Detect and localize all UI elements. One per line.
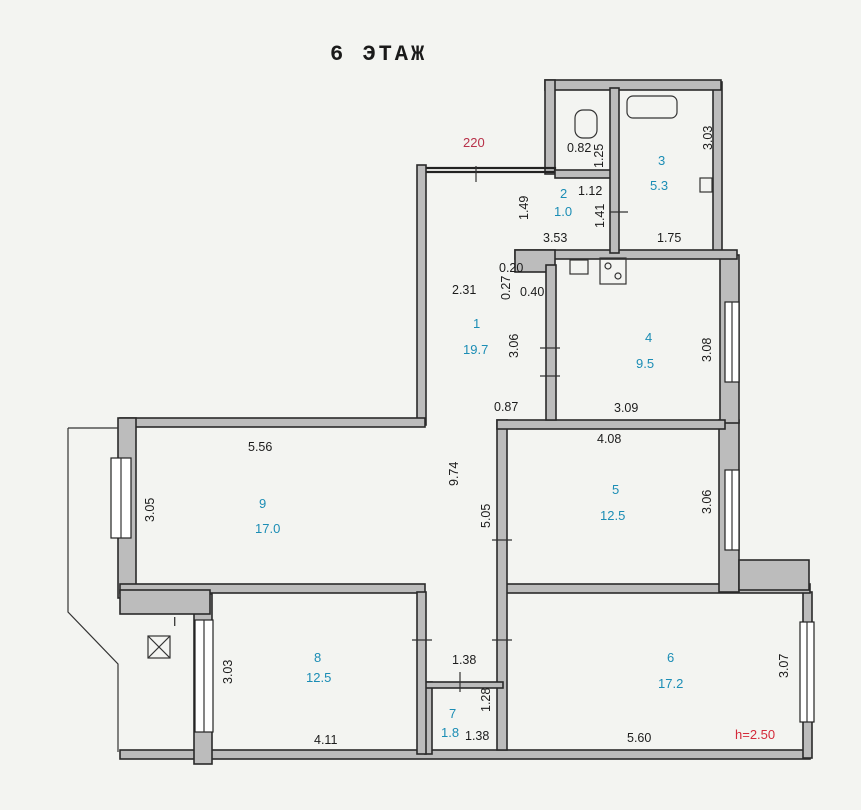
- stove-icon: [599, 257, 627, 285]
- dimension-labels: 0.82 1.25 1.12 3.03 1.49 1.41 3.53 1.75 …: [143, 126, 791, 747]
- dim-room8-height: 3.03: [221, 660, 235, 684]
- dim-room6-width: 5.60: [627, 731, 651, 745]
- windows: [110, 301, 815, 733]
- room-2-number: 2: [560, 186, 567, 201]
- room-6-number: 6: [667, 650, 674, 665]
- dim-bath-length: 3.03: [701, 126, 715, 150]
- dim-room9-width: 5.56: [248, 440, 272, 454]
- dim-kitchen-width: 3.09: [614, 401, 638, 415]
- dim-room5-width: 4.08: [597, 432, 621, 446]
- room-4-area: 9.5: [636, 356, 654, 371]
- ceiling-height: h=2.50: [735, 727, 775, 742]
- kitchen-sink-icon: [569, 259, 589, 275]
- room-9-number: 9: [259, 496, 266, 511]
- room-4-number: 4: [645, 330, 652, 345]
- dim-toilet-depth: 1.25: [592, 144, 606, 168]
- dim-toilet-width: 0.82: [567, 141, 591, 155]
- room-5-area: 12.5: [600, 508, 625, 523]
- toilet-icon: [574, 109, 598, 139]
- dim-storage-width: 1.38: [465, 729, 489, 743]
- dim-niche-top: 0.20: [499, 261, 523, 275]
- dim-bath-width: 1.75: [657, 231, 681, 245]
- fixtures: [147, 95, 713, 659]
- dim-room5-height: 3.06: [700, 490, 714, 514]
- dim-room9-height: 3.05: [143, 498, 157, 522]
- room-labels: 1 19.7 2 1.0 3 5.3 4 9.5 5 12.5 6 17.2 7…: [255, 153, 683, 740]
- room-3-area: 5.3: [650, 178, 668, 193]
- door-marks: [412, 166, 628, 692]
- dim-room8-width: 4.11: [314, 733, 337, 747]
- room-7-number: 7: [449, 706, 456, 721]
- floor-title: 6 ЭТАЖ: [330, 42, 427, 67]
- dim-niche-depth: 0.40: [520, 285, 544, 299]
- dim-hall-upper: 1.49: [517, 196, 531, 220]
- room-3-number: 3: [658, 153, 665, 168]
- bathtub-icon: [626, 95, 678, 119]
- room-1-area: 19.7: [463, 342, 488, 357]
- room-1-number: 1: [473, 316, 480, 331]
- dim-corridor-segment: 5.05: [479, 504, 493, 528]
- dim-hall-span: 2.31: [452, 283, 476, 297]
- ventilation-icon: [147, 635, 171, 659]
- room-6-area: 17.2: [658, 676, 683, 691]
- dim-hall-passage: 0.87: [494, 400, 518, 414]
- dim-storage-depth: 1.28: [479, 688, 493, 712]
- dim-room6-height: 3.07: [777, 654, 791, 678]
- apartment-mark: 220: [463, 135, 485, 150]
- dim-corridor-width: 1.38: [452, 653, 476, 667]
- dim-kitchen-height: 3.08: [700, 338, 714, 362]
- dim-niche-side: 0.27: [499, 276, 513, 300]
- room-8-area: 12.5: [306, 670, 331, 685]
- room-2-area: 1.0: [554, 204, 572, 219]
- room-7-area: 1.8: [441, 725, 459, 740]
- dim-bath-door: 1.41: [593, 204, 607, 228]
- dim-hall-width: 3.53: [543, 231, 567, 245]
- room-5-number: 5: [612, 482, 619, 497]
- sink-icon: [699, 177, 713, 193]
- vent-mark: I: [173, 615, 176, 629]
- dim-toilet-length: 1.12: [578, 184, 602, 198]
- room-8-number: 8: [314, 650, 321, 665]
- room-9-area: 17.0: [255, 521, 280, 536]
- dim-corridor-length: 9.74: [447, 462, 461, 486]
- dim-hall-height: 3.06: [507, 334, 521, 358]
